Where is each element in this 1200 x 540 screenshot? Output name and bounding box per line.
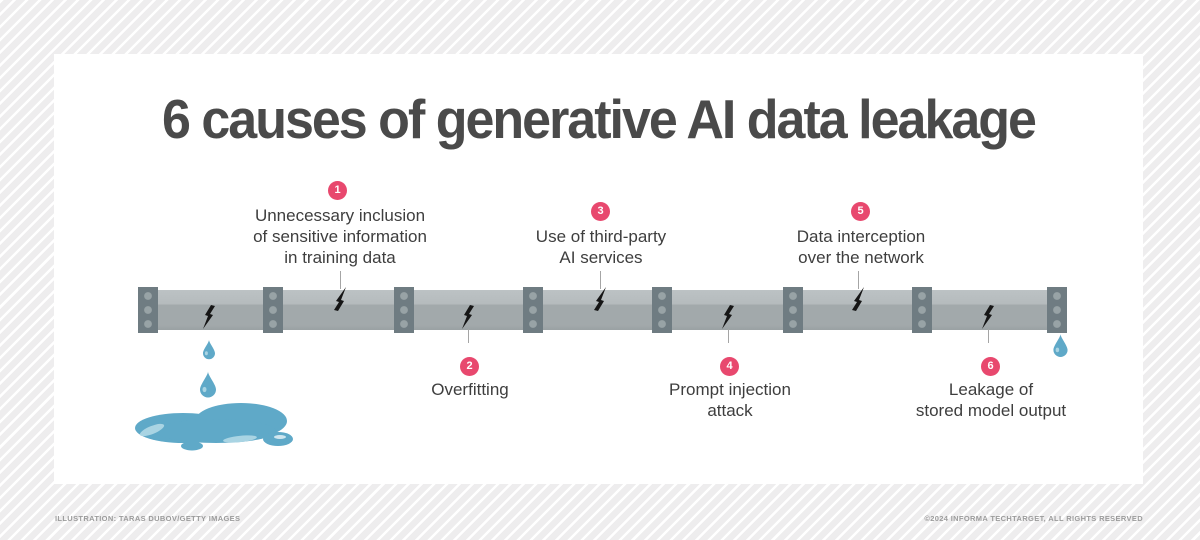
cause-label-line: AI services — [559, 248, 643, 267]
cause-label-line: Use of third-party — [535, 227, 667, 246]
cause-label-5: Data interception over the network — [797, 226, 926, 268]
pipe-flange — [138, 287, 158, 333]
pipe-flange — [912, 287, 932, 333]
cause-label-line: Overfitting — [431, 380, 509, 399]
cause-label-line: over the network — [798, 248, 924, 267]
cause-label-line: Unnecessary inclusion — [254, 206, 426, 225]
connector-line — [600, 271, 601, 289]
crack-icon — [461, 305, 475, 329]
pipe-flange — [652, 287, 672, 333]
connector-line — [988, 329, 989, 343]
cause-label-1: Unnecessary inclusion of sensitive infor… — [253, 205, 427, 268]
page-title: 6 causes of generative AI data leakage — [162, 89, 1037, 151]
pipe-flange — [1047, 287, 1067, 333]
crack-icon — [333, 287, 347, 311]
cause-label-line: Data interception — [796, 227, 926, 246]
cause-number-badge: 4 — [720, 357, 739, 376]
cause-number-badge: 1 — [328, 181, 347, 200]
pipe-flange — [263, 287, 283, 333]
pipe-flange — [523, 287, 543, 333]
illustration-credit: ILLUSTRATION: TARAS DUBOV/GETTY IMAGES — [55, 514, 241, 523]
water-puddle-icon — [135, 403, 293, 451]
water-drop-icon — [200, 371, 216, 398]
copyright-notice: ©2024 INFORMA TECHTARGET, ALL RIGHTS RES… — [924, 514, 1143, 523]
cause-label-4: Prompt injection attack — [669, 379, 791, 421]
crack-icon — [851, 287, 865, 311]
cause-label-line: Prompt injection — [669, 380, 791, 399]
cause-label-6: Leakage of stored model output — [916, 379, 1066, 421]
connector-line — [858, 271, 859, 289]
crack-icon — [981, 305, 995, 329]
cause-label-line: stored model output — [915, 401, 1067, 420]
crack-icon — [721, 305, 735, 329]
connector-line — [340, 271, 341, 289]
pipe-flange — [394, 287, 414, 333]
water-drop-icon — [203, 337, 215, 362]
cause-label-line: Leakage of — [948, 380, 1034, 399]
cause-label-2: Overfitting — [431, 379, 508, 400]
pipe-flange — [783, 287, 803, 333]
crack-icon — [202, 305, 216, 329]
water-drop-icon — [1053, 334, 1068, 357]
crack-icon — [593, 287, 607, 311]
cause-number-badge: 5 — [851, 202, 870, 221]
cause-label-line: in training data — [284, 248, 396, 267]
cause-number-badge: 6 — [981, 357, 1000, 376]
connector-line — [468, 329, 469, 343]
cause-label-line: attack — [707, 401, 753, 420]
connector-line — [728, 329, 729, 343]
cause-label-3: Use of third-party AI services — [536, 226, 666, 268]
cause-number-badge: 3 — [591, 202, 610, 221]
cause-label-line: of sensitive information — [253, 227, 427, 246]
cause-number-badge: 2 — [460, 357, 479, 376]
